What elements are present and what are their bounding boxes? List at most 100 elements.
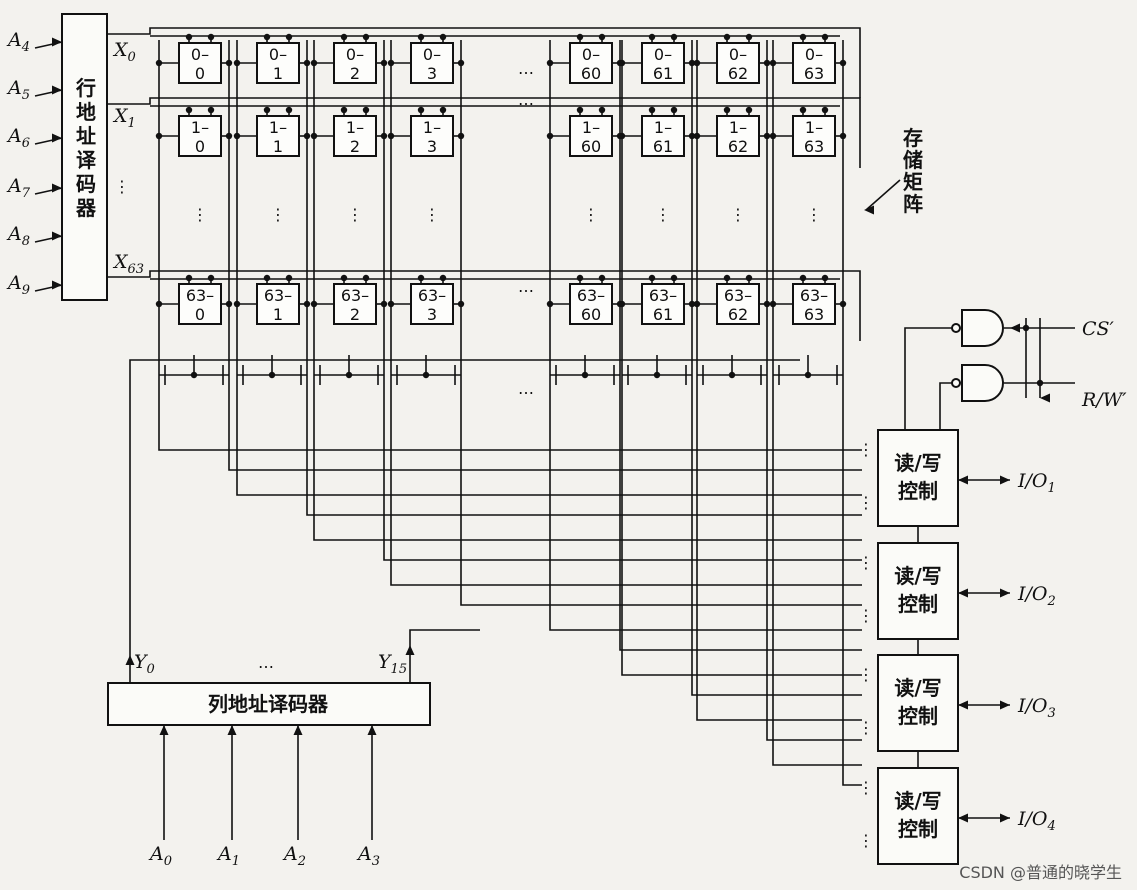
inverter-bubble [951, 323, 961, 333]
memory-cell [716, 283, 760, 325]
memory-cell [178, 115, 222, 157]
read-write-ellipsis: ⋮ [858, 831, 874, 850]
memory-cell-col-label: 2 [350, 137, 360, 156]
junction-dot [769, 132, 777, 140]
memory-cell [410, 42, 454, 84]
rw-arrow [1040, 393, 1050, 403]
junction-dot [263, 274, 271, 282]
junction-dot [303, 300, 311, 308]
io-label-4: I/O4 [1017, 808, 1056, 834]
memory-cell-row-label: 63– [649, 286, 677, 305]
junction-dot [576, 33, 584, 41]
junction-dot [598, 33, 606, 41]
memory-cell-col-label: 3 [427, 305, 437, 324]
memory-cell-col-label: 1 [273, 137, 283, 156]
memory-cell [716, 115, 760, 157]
row-decoder-label: 行地址译码器 [75, 76, 97, 220]
cs-label: CS′ [1082, 318, 1115, 340]
gate-to-rw [939, 382, 952, 430]
row-address-label-A6: A6 [6, 125, 30, 151]
junction-dot [233, 132, 241, 140]
row-select-line [107, 270, 861, 341]
junction-dot [821, 106, 829, 114]
column-address-label-A2: A2 [282, 843, 306, 869]
junction-dot [799, 33, 807, 41]
read-write-control-block [877, 542, 959, 640]
read-write-ellipsis: ⋮ [858, 606, 874, 625]
junction-dot [362, 274, 370, 282]
read-write-ellipsis: ⋮ [858, 553, 874, 572]
junction-dot [457, 300, 465, 308]
row-address-label-A7: A7 [6, 175, 31, 201]
memory-cell-row-label: 63– [264, 286, 292, 305]
inverter-bubble [951, 378, 961, 388]
read-write-label: 读/写 [894, 564, 941, 588]
junction-dot [688, 59, 696, 67]
io-arrow-out [1000, 813, 1010, 823]
junction-dot [723, 33, 731, 41]
junction-dot [745, 33, 753, 41]
data-line [549, 390, 862, 631]
cell-row-ellipsis: … [518, 90, 534, 109]
junction-dot [648, 33, 656, 41]
memory-cell [641, 283, 685, 325]
row-output-ellipsis: ⋮ [114, 177, 130, 196]
memory-cell-row-label: 63– [186, 286, 214, 305]
data-line-bar [460, 390, 862, 606]
row-address-arrow [52, 183, 62, 193]
read-write-ellipsis: ⋮ [858, 718, 874, 737]
memory-cell-col-label: 62 [728, 64, 748, 83]
memory-cell-col-label: 2 [350, 305, 360, 324]
row-output-label-X63: X63 [112, 251, 144, 277]
junction-dot [618, 132, 626, 140]
memory-cell-row-label: 1– [805, 118, 823, 137]
junction-dot [387, 300, 395, 308]
junction-dot [387, 59, 395, 67]
memory-cell-row-label: 1– [423, 118, 441, 137]
junction-dot [688, 132, 696, 140]
memory-cell-row-label: 0– [191, 45, 209, 64]
row-address-label-A9: A9 [6, 272, 30, 298]
junction-dot [763, 132, 771, 140]
read-write-ellipsis: ⋮ [858, 493, 874, 512]
matrix-label: 存储矩阵 [903, 126, 923, 216]
row-address-arrow [52, 133, 62, 143]
io-arrow-in [958, 475, 968, 485]
memory-cell [641, 42, 685, 84]
junction-dot [303, 132, 311, 140]
memory-cell-col-label: 63 [804, 64, 824, 83]
row-decoder [61, 13, 108, 301]
cell-row-ellipsis: … [518, 59, 534, 78]
junction-dot [839, 132, 847, 140]
junction-dot [439, 274, 447, 282]
junction-dot [207, 33, 215, 41]
data-line [390, 390, 862, 586]
column-address-label-A1: A1 [216, 843, 240, 869]
junction-dot [380, 132, 388, 140]
data-line [236, 390, 862, 496]
read-write-label: 读/写 [894, 789, 941, 813]
data-line [158, 390, 862, 451]
junction-dot [233, 300, 241, 308]
column-output-label-Y0: Y0 [134, 651, 155, 677]
read-write-ellipsis: ⋮ [858, 440, 874, 459]
junction-dot [648, 274, 656, 282]
memory-cell-row-label: 1– [582, 118, 600, 137]
column-select-arrow-Y15 [405, 645, 415, 655]
memory-cell-col-label: 2 [350, 64, 360, 83]
memory-cell-row-label: 0– [346, 45, 364, 64]
memory-cell-col-label: 62 [728, 305, 748, 324]
data-line-bar [766, 390, 862, 741]
junction-dot [576, 106, 584, 114]
junction-dot [546, 59, 554, 67]
cell-column-ellipsis: ⋮ [347, 205, 363, 224]
junction-dot [723, 106, 731, 114]
memory-cell [569, 283, 613, 325]
column-output-label-Y15: Y15 [378, 651, 407, 677]
io-arrow-in [958, 588, 968, 598]
row-address-arrow [52, 231, 62, 241]
column-output-ellipsis: … [258, 653, 274, 672]
cell-column-ellipsis: ⋮ [583, 205, 599, 224]
io-arrow-in [958, 700, 968, 710]
read-write-ellipsis: ⋮ [858, 778, 874, 797]
